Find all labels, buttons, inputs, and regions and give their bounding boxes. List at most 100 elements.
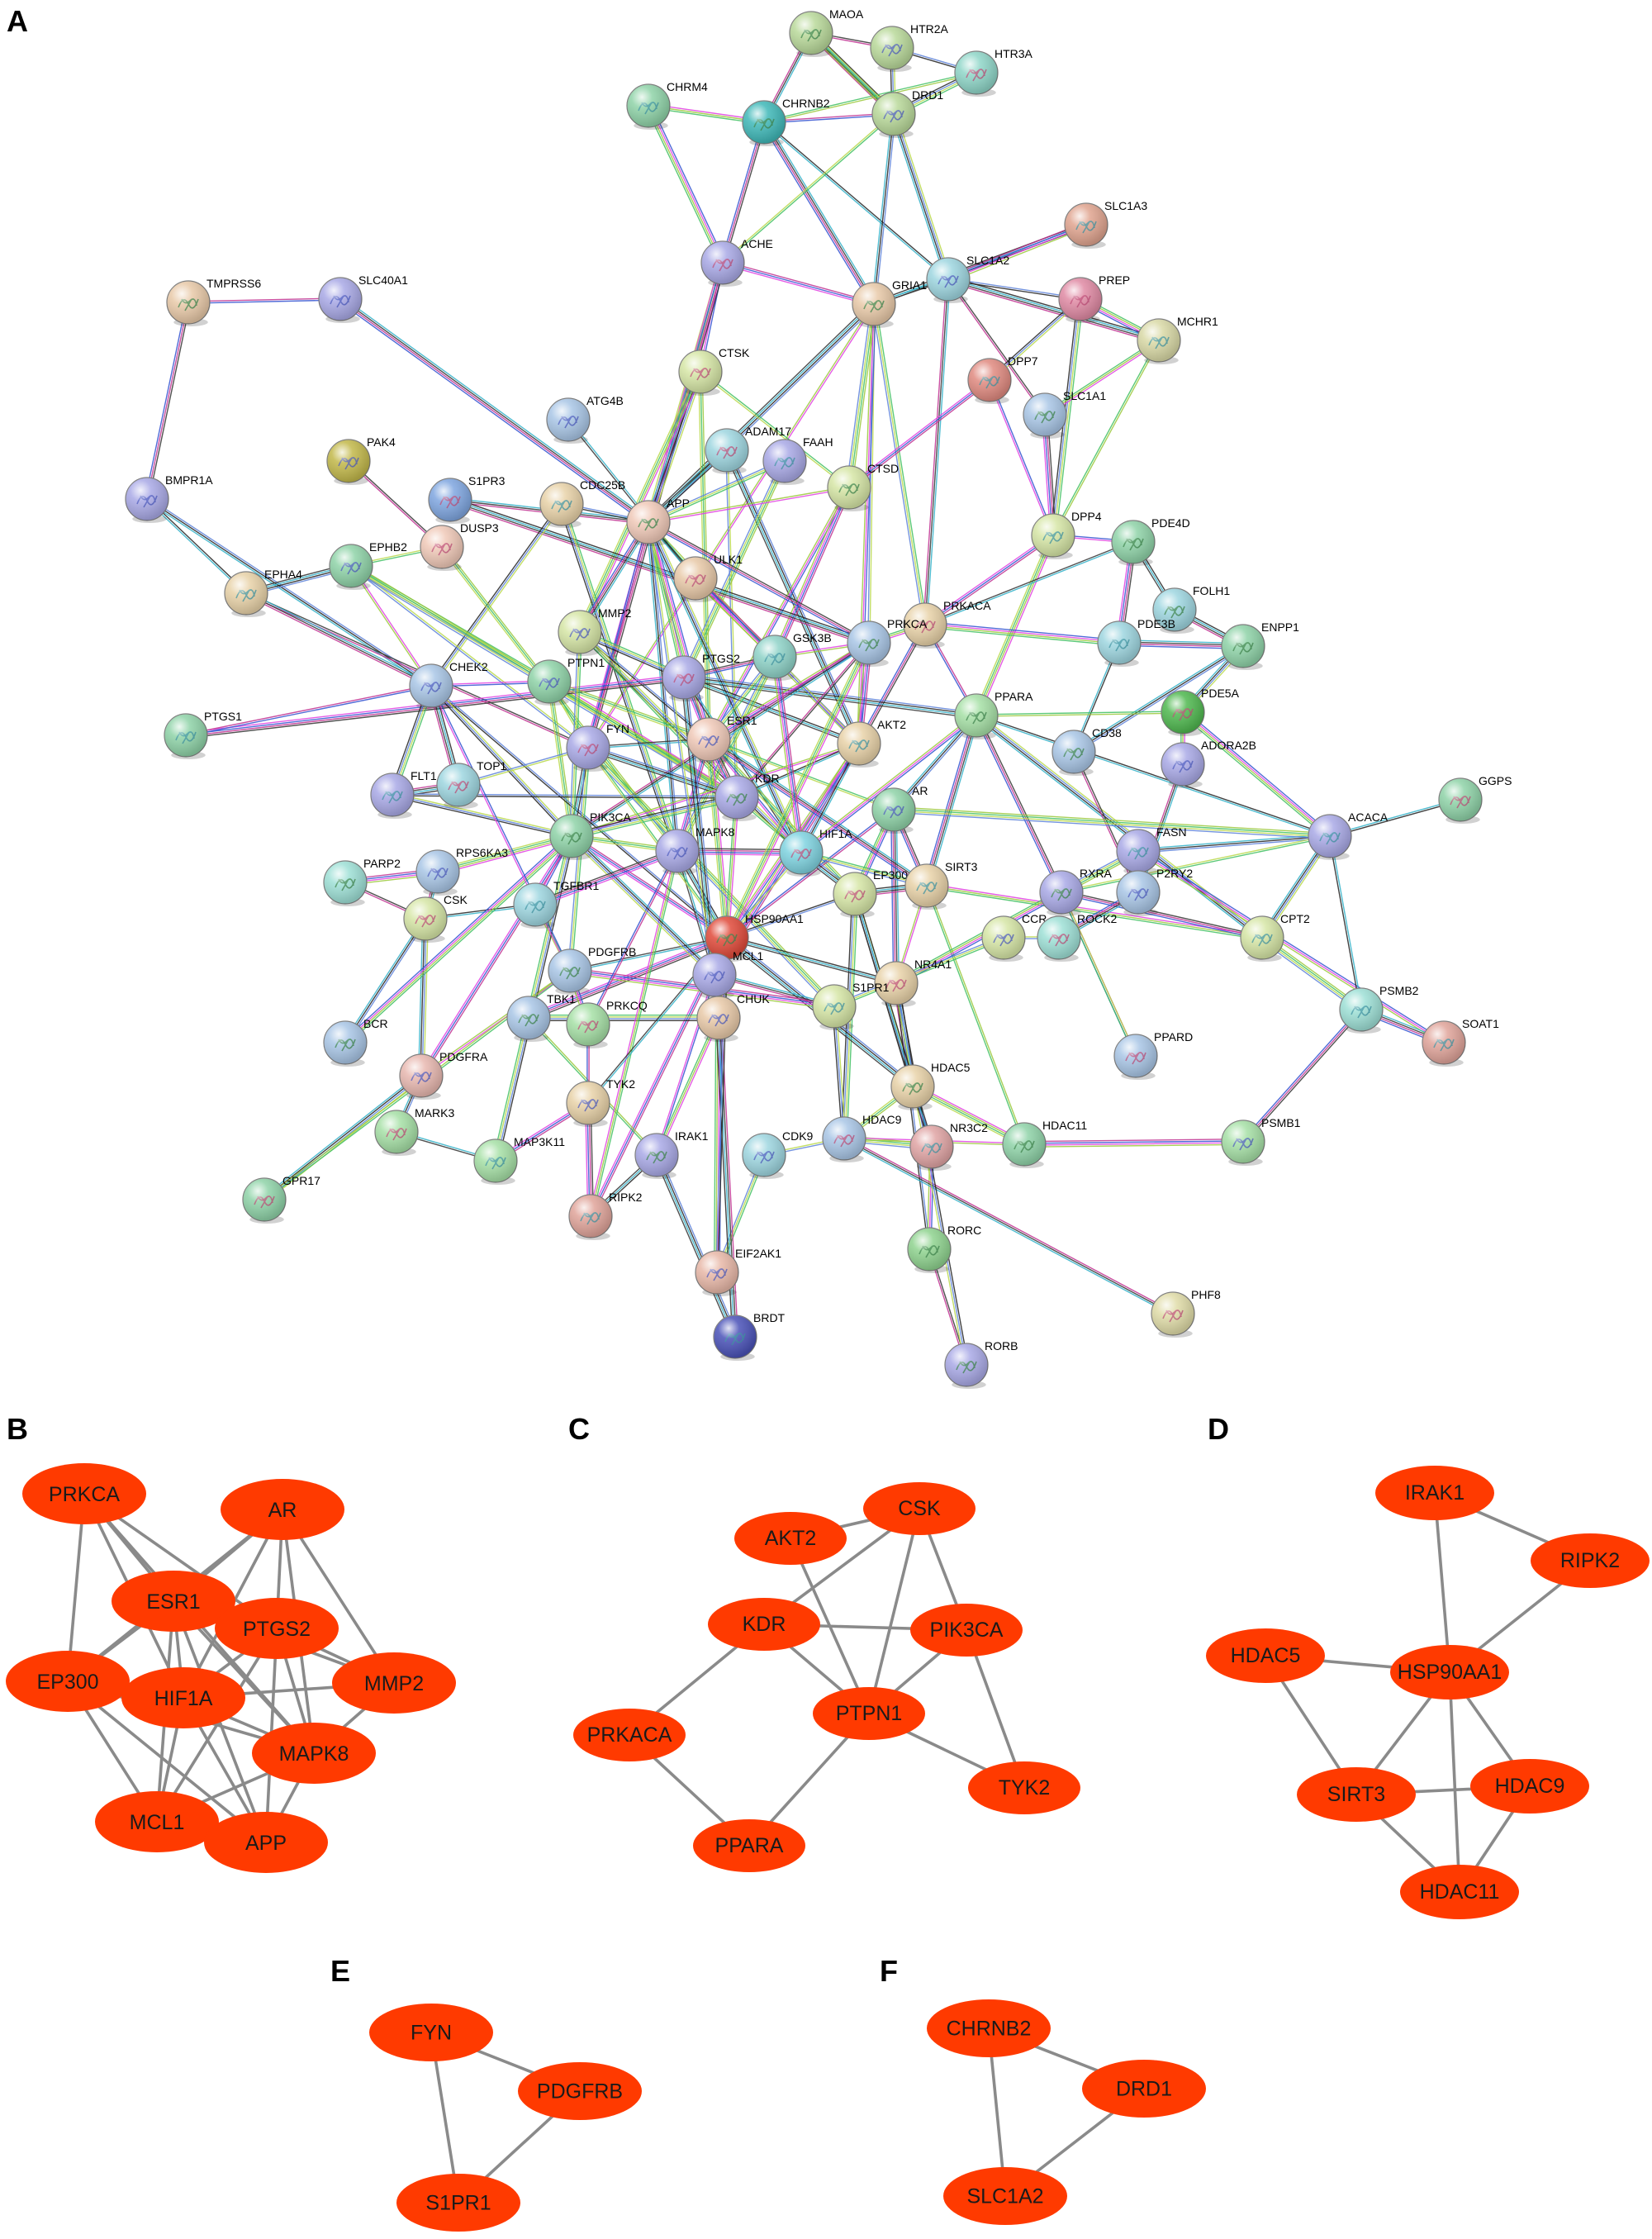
node-slc1a3[interactable]: SLC1A3 — [1064, 199, 1147, 249]
cluster-node-ar[interactable]: AR — [221, 1479, 344, 1540]
node-pde4d[interactable]: PDE4D — [1111, 516, 1190, 566]
node-map3k11[interactable]: MAP3K11 — [473, 1135, 565, 1185]
cluster-node-sirt3[interactable]: SIRT3 — [1297, 1767, 1416, 1822]
node-mark3[interactable]: MARK3 — [374, 1106, 454, 1156]
node-app[interactable]: APP — [626, 497, 690, 546]
node-bmpr1a[interactable]: BMPR1A — [125, 473, 213, 523]
cluster-node-irak1[interactable]: IRAK1 — [1375, 1466, 1494, 1520]
node-faah[interactable]: FAAH — [762, 435, 833, 485]
node-mapk8[interactable]: MAPK8 — [655, 825, 735, 875]
cluster-node-hsp90aa1[interactable]: HSP90AA1 — [1390, 1645, 1509, 1699]
node-ctsk[interactable]: CTSK — [678, 346, 750, 396]
node-hdac9[interactable]: HDAC9 — [822, 1113, 902, 1162]
node-s1pr1[interactable]: S1PR1 — [812, 981, 890, 1030]
cluster-node-slc1a2[interactable]: SLC1A2 — [943, 2167, 1067, 2225]
node-pde3b[interactable]: PDE3B — [1097, 617, 1175, 667]
cluster-node-s1pr1[interactable]: S1PR1 — [396, 2174, 520, 2232]
node-ar[interactable]: AR — [871, 784, 928, 834]
node-pde5a[interactable]: PDE5A — [1161, 687, 1240, 736]
node-tbk1[interactable]: TBK1 — [506, 992, 576, 1042]
node-ctsd[interactable]: CTSD — [827, 462, 899, 511]
cluster-node-fyn[interactable]: FYN — [369, 2004, 493, 2061]
node-phf8[interactable]: PHF8 — [1151, 1288, 1221, 1338]
cluster-node-akt2[interactable]: AKT2 — [734, 1512, 847, 1565]
node-nr4a1[interactable]: NR4A1 — [874, 958, 952, 1007]
node-mcl1[interactable]: MCL1 — [692, 949, 764, 999]
node-rorb[interactable]: RORB — [944, 1339, 1018, 1389]
node-htr3a[interactable]: HTR3A — [954, 47, 1033, 97]
node-pdgfra[interactable]: PDGFRA — [399, 1050, 488, 1100]
node-rock2[interactable]: ROCK2 — [1037, 912, 1117, 962]
node-cpt2[interactable]: CPT2 — [1240, 912, 1310, 962]
node-s1pr3[interactable]: S1PR3 — [428, 474, 506, 524]
cluster-node-hif1a[interactable]: HIF1A — [121, 1667, 245, 1728]
node-mchr1[interactable]: MCHR1 — [1137, 315, 1218, 364]
node-prkca[interactable]: PRKCA — [847, 617, 928, 667]
node-flt1[interactable]: FLT1 — [370, 769, 437, 819]
node-pdgfrb[interactable]: PDGFRB — [548, 945, 636, 995]
node-ephb2[interactable]: EPHB2 — [329, 540, 407, 590]
node-dpp7[interactable]: DPP7 — [967, 354, 1038, 404]
node-psmb1[interactable]: PSMB1 — [1221, 1116, 1301, 1166]
node-tyk2[interactable]: TYK2 — [566, 1077, 635, 1127]
node-dpp4[interactable]: DPP4 — [1031, 510, 1102, 559]
cluster-node-pik3ca[interactable]: PIK3CA — [910, 1604, 1023, 1657]
node-chrm4[interactable]: CHRM4 — [626, 80, 708, 130]
node-bcr[interactable]: BCR — [323, 1017, 388, 1067]
cluster-node-prkca[interactable]: PRKCA — [22, 1463, 146, 1524]
node-ulk1[interactable]: ULK1 — [673, 553, 743, 602]
node-gsk3b[interactable]: GSK3B — [752, 631, 832, 681]
cluster-node-tyk2[interactable]: TYK2 — [968, 1761, 1080, 1814]
cluster-node-chrnb2[interactable]: CHRNB2 — [927, 1999, 1051, 2057]
cluster-node-mmp2[interactable]: MMP2 — [332, 1652, 456, 1714]
cluster-node-ripk2[interactable]: RIPK2 — [1531, 1533, 1650, 1588]
node-tgfbr1[interactable]: TGFBR1 — [513, 879, 599, 929]
node-fyn[interactable]: FYN — [566, 722, 629, 772]
cluster-node-hdac9[interactable]: HDAC9 — [1470, 1759, 1589, 1814]
node-ep300[interactable]: EP300 — [833, 868, 908, 918]
node-adora2b[interactable]: ADORA2B — [1161, 739, 1256, 788]
node-ppara[interactable]: PPARA — [954, 690, 1033, 739]
cluster-node-mapk8[interactable]: MAPK8 — [252, 1723, 376, 1784]
node-prkaca[interactable]: PRKACA — [903, 599, 991, 649]
node-chek2[interactable]: CHEK2 — [409, 660, 488, 710]
node-chrnb2[interactable]: CHRNB2 — [742, 97, 830, 146]
node-tmprss6[interactable]: TMPRSS6 — [166, 277, 261, 326]
node-gpr17[interactable]: GPR17 — [242, 1174, 320, 1224]
node-mmp2[interactable]: MMP2 — [558, 606, 632, 656]
node-rps6ka3[interactable]: RPS6KA3 — [415, 846, 508, 896]
node-nr3c2[interactable]: NR3C2 — [909, 1121, 988, 1171]
cluster-node-prkaca[interactable]: PRKACA — [573, 1709, 686, 1761]
node-csk[interactable]: CSK — [403, 893, 468, 943]
node-hdac11[interactable]: HDAC11 — [1002, 1119, 1087, 1168]
node-folh1[interactable]: FOLH1 — [1152, 584, 1230, 634]
cluster-node-ppara[interactable]: PPARA — [693, 1819, 805, 1872]
node-brdt[interactable]: BRDT — [713, 1311, 786, 1361]
node-parp2[interactable]: PARP2 — [323, 857, 401, 906]
cluster-node-app[interactable]: APP — [204, 1812, 328, 1873]
node-cdc25b[interactable]: CDC25B — [539, 478, 625, 528]
node-atg4b[interactable]: ATG4B — [546, 394, 624, 444]
node-p2ry2[interactable]: P2RY2 — [1116, 867, 1193, 916]
cluster-node-drd1[interactable]: DRD1 — [1082, 2060, 1206, 2118]
node-ppard[interactable]: PPARD — [1113, 1030, 1193, 1080]
node-esr1[interactable]: ESR1 — [686, 714, 757, 763]
node-rxra[interactable]: RXRA — [1039, 867, 1113, 916]
node-prep[interactable]: PREP — [1058, 273, 1130, 323]
node-slc40a1[interactable]: SLC40A1 — [318, 273, 408, 323]
node-hif1a[interactable]: HIF1A — [779, 827, 852, 877]
node-slc1a1[interactable]: SLC1A1 — [1023, 389, 1106, 439]
cluster-node-kdr[interactable]: KDR — [708, 1598, 820, 1651]
cluster-node-csk[interactable]: CSK — [863, 1482, 976, 1535]
node-enpp1[interactable]: ENPP1 — [1221, 620, 1299, 670]
cluster-node-hdac11[interactable]: HDAC11 — [1400, 1865, 1519, 1919]
cluster-node-pdgfrb[interactable]: PDGFRB — [518, 2062, 642, 2120]
cluster-node-ptpn1[interactable]: PTPN1 — [813, 1687, 925, 1740]
node-drd1[interactable]: DRD1 — [871, 88, 943, 138]
node-irak1[interactable]: IRAK1 — [634, 1129, 709, 1179]
node-hsp90aa1[interactable]: HSP90AA1 — [705, 912, 804, 962]
node-eif2ak1[interactable]: EIF2AK1 — [695, 1247, 781, 1296]
cluster-node-ep300[interactable]: EP300 — [6, 1651, 130, 1712]
node-ccr[interactable]: CCR — [981, 912, 1047, 962]
cluster-node-mcl1[interactable]: MCL1 — [95, 1791, 219, 1852]
